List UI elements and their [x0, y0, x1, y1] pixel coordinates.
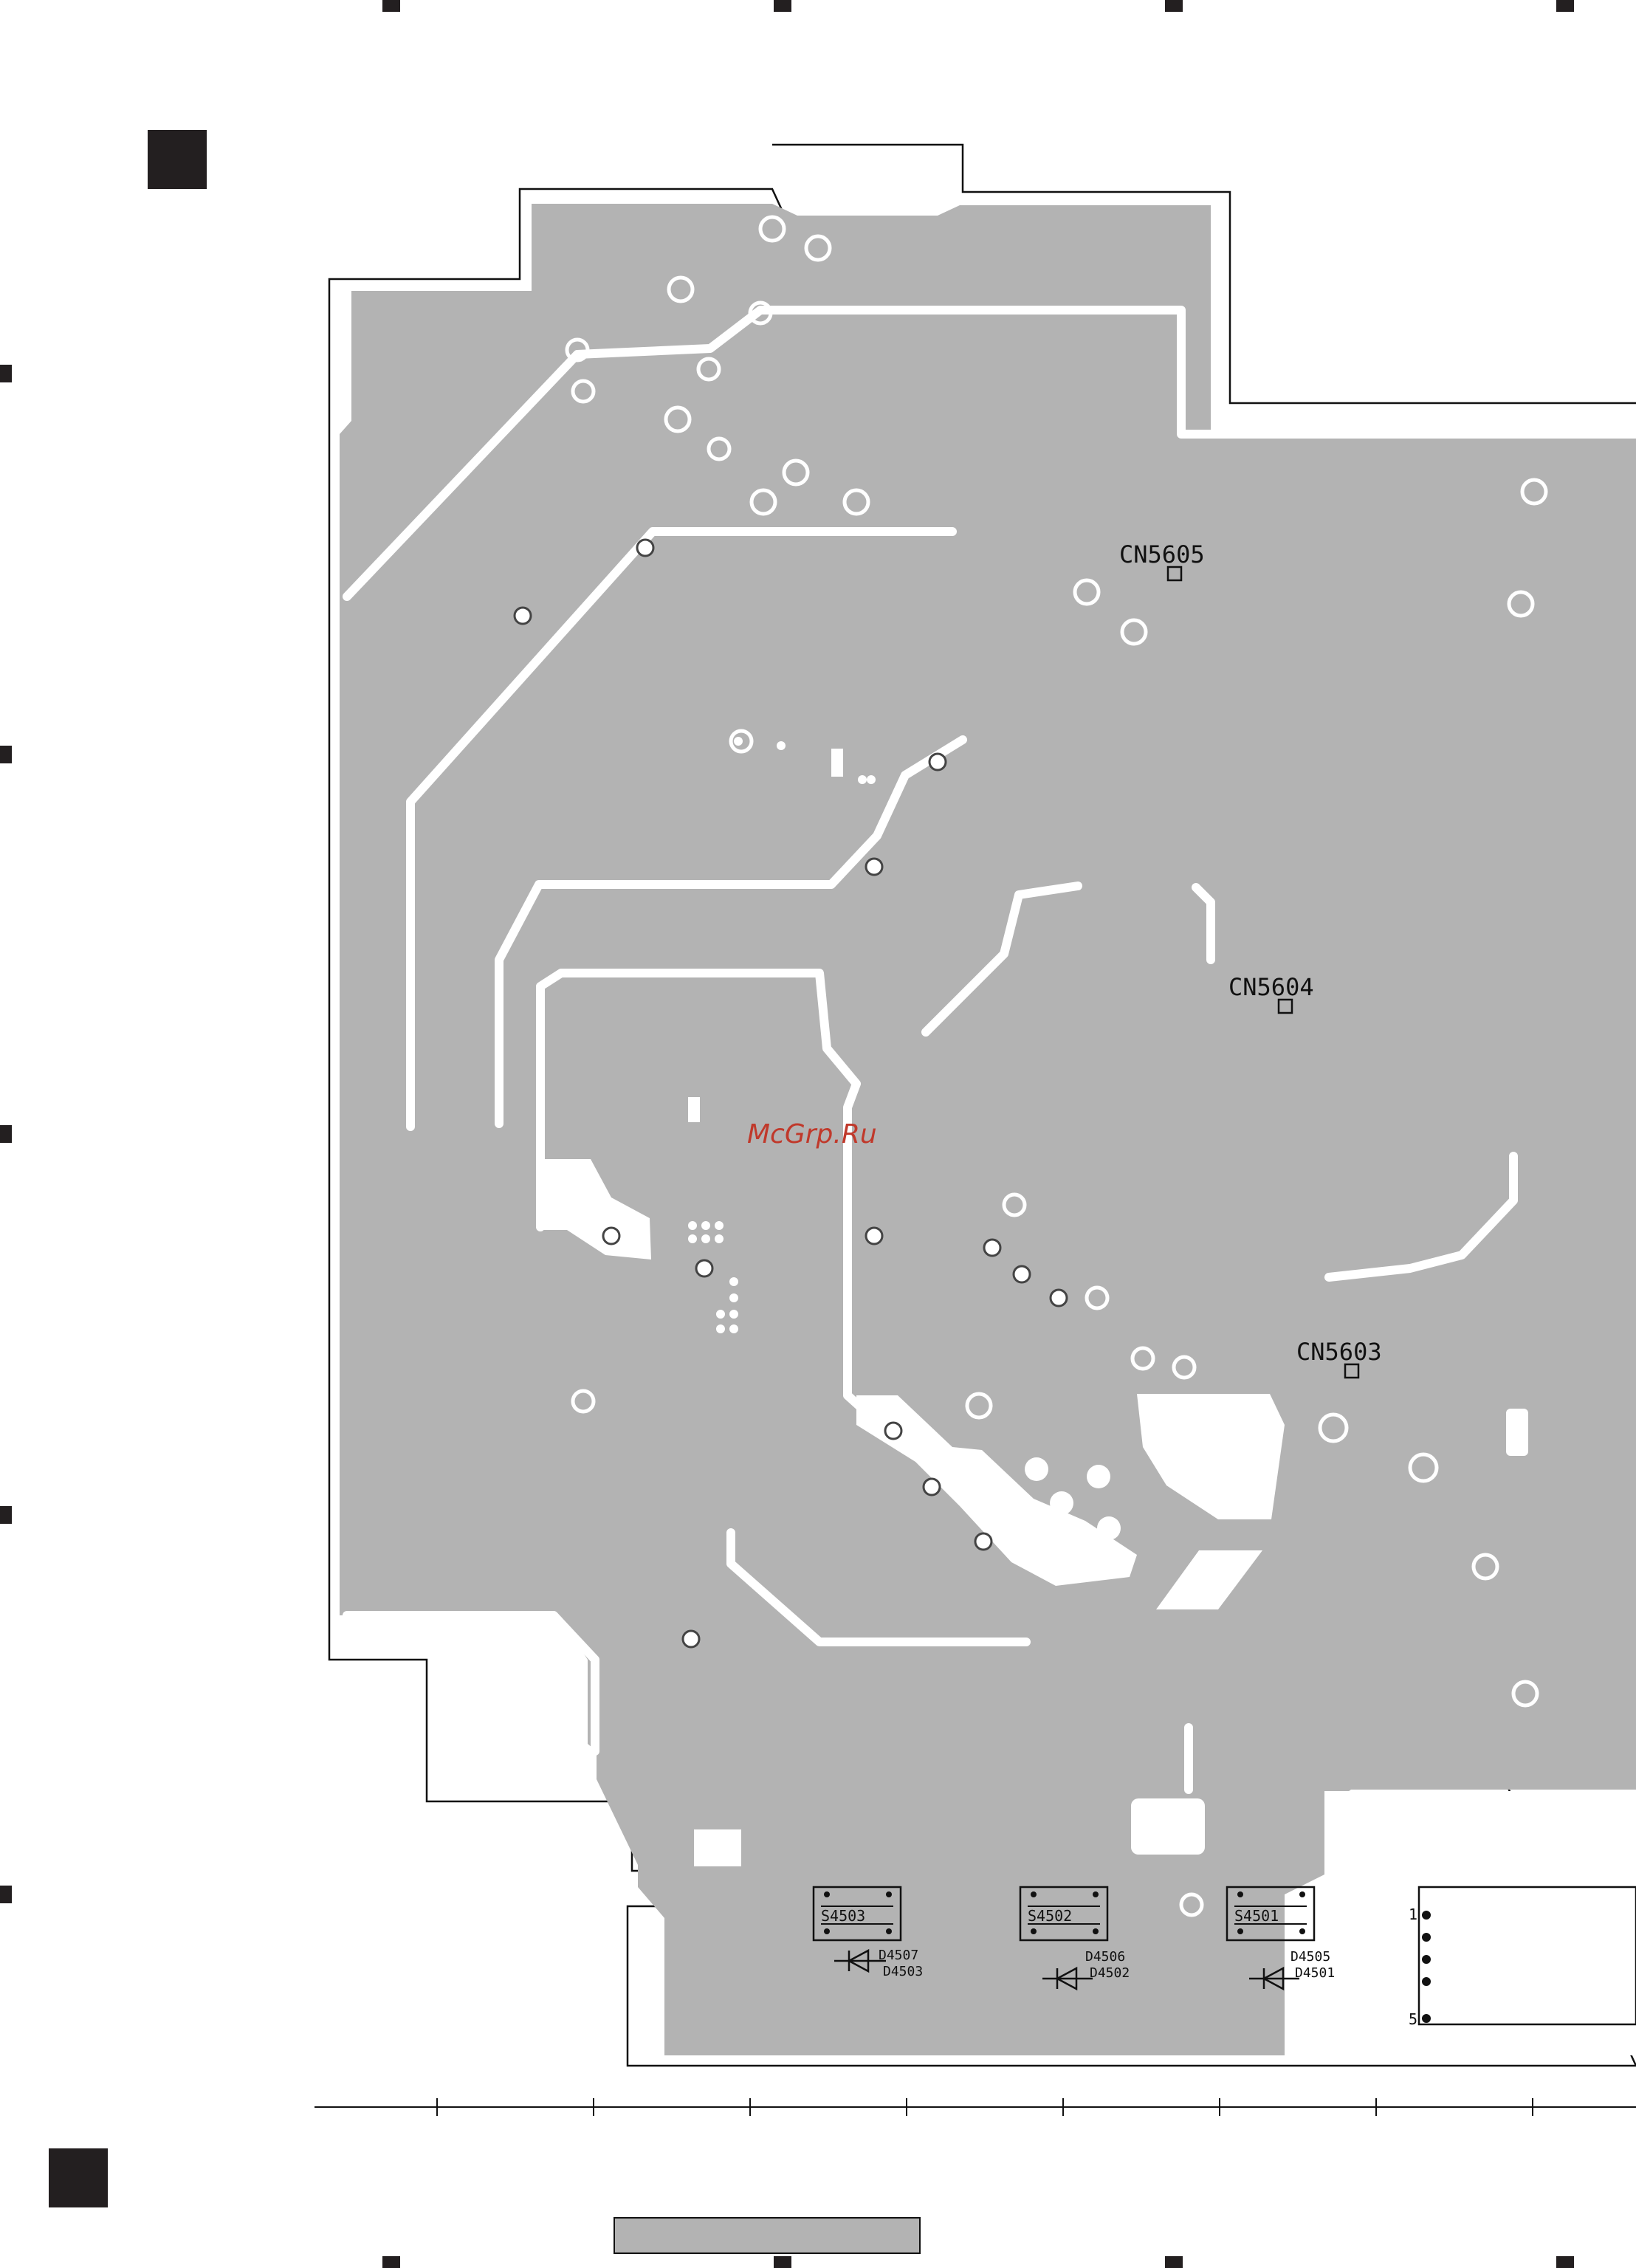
diode-label-d4501: D4501: [1295, 1965, 1335, 1981]
dimension-scale: [315, 2098, 1636, 2116]
switch-label-s4502: S4502: [1028, 1907, 1072, 1925]
switch-label-s4501: S4501: [1234, 1907, 1279, 1925]
switch-label-s4503: S4503: [821, 1907, 865, 1925]
edge-connector-pin-5: 5: [1409, 2010, 1417, 2028]
connector-label-cn5605: CN5605: [1119, 540, 1205, 568]
diode-label-d4506: D4506: [1085, 1949, 1125, 1965]
edge-connector-pin-1: 1: [1409, 1906, 1417, 1923]
bottom-tab: [614, 2218, 920, 2253]
copper-pour: [340, 204, 1636, 2055]
diode-label-d4507: D4507: [879, 1948, 918, 1963]
corner-block-top: [148, 130, 207, 189]
diode-label-d4502: D4502: [1090, 1965, 1130, 1981]
connector-label-cn5603: CN5603: [1296, 1338, 1382, 1366]
connector-label-cn5604: CN5604: [1228, 973, 1314, 1001]
watermark: McGrp.Ru: [747, 1119, 877, 1150]
corner-block-bottom: [49, 2148, 108, 2207]
diode-label-d4503: D4503: [883, 1964, 923, 1979]
diode-label-d4505: D4505: [1290, 1949, 1330, 1965]
